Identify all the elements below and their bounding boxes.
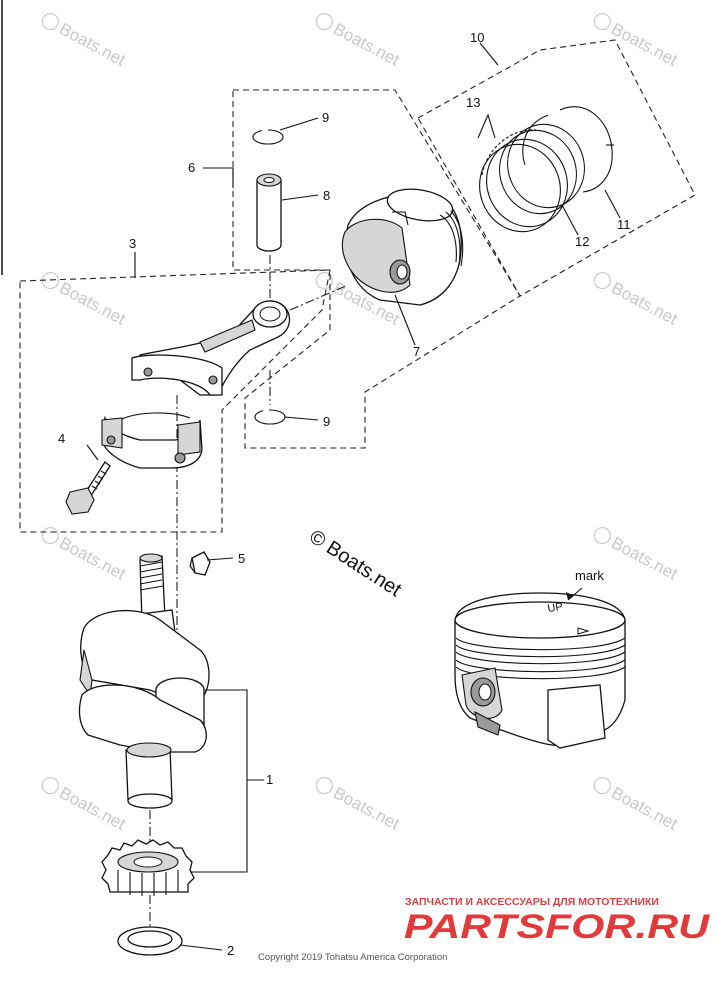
vendor-logo: PARTSFOR.RU <box>404 908 711 946</box>
piston-pin <box>256 173 282 252</box>
piston-pin-clip-upper <box>252 128 284 145</box>
top-ring <box>522 106 614 193</box>
svg-text:Boats.net: Boats.net <box>330 19 403 70</box>
callout-9-upper: 9 <box>322 110 329 125</box>
callout-10: 10 <box>470 30 484 45</box>
svg-text:Boats.net: Boats.net <box>56 19 129 70</box>
callout-6: 6 <box>188 160 195 175</box>
watermark: Boats.net <box>41 12 129 70</box>
watermark: Boats.net <box>41 526 129 584</box>
callout-5: 5 <box>238 551 245 566</box>
piston-rings <box>479 123 585 233</box>
watermark: Boats.net <box>315 776 403 834</box>
crank-gear <box>101 839 195 896</box>
connecting-rod-bolt <box>65 461 111 515</box>
mark-label: mark <box>575 568 604 583</box>
piston-detail: UP <box>454 592 626 749</box>
callout-3: 3 <box>129 236 136 251</box>
watermark: Boats.net <box>593 776 681 834</box>
vendor-tagline: ЗАПЧАСТИ И АКСЕССУАРЫ ДЛЯ МОТОТЕХНИКИ <box>405 896 659 908</box>
piston-up-marking: UP <box>547 601 564 615</box>
svg-text:Boats.net: Boats.net <box>608 278 681 329</box>
callout-13: 13 <box>466 95 480 110</box>
watermark: Boats.net <box>593 526 681 584</box>
connecting-rod <box>131 300 291 396</box>
callout-9-lower: 9 <box>323 414 330 429</box>
callout-1: 1 <box>266 772 273 787</box>
svg-text:Boats.net: Boats.net <box>56 278 129 329</box>
woodruff-key <box>189 551 211 576</box>
callout-12: 12 <box>575 234 589 249</box>
callout-2: 2 <box>227 943 234 958</box>
group-box-6 <box>232 89 521 449</box>
svg-text:Boats.net: Boats.net <box>56 533 129 584</box>
watermark: Boats.net <box>593 271 681 329</box>
piston-pin-clip-lower <box>254 408 286 425</box>
watermark: Boats.net <box>315 12 403 70</box>
group-box-10 <box>417 39 696 297</box>
piston <box>341 188 464 306</box>
callout-8: 8 <box>323 188 330 203</box>
callout-7: 7 <box>413 344 420 359</box>
leader-lines <box>86 42 621 951</box>
connecting-rod-cap <box>101 412 203 469</box>
watermark: Boats.net <box>593 12 681 70</box>
rod-piston-axis <box>289 284 349 311</box>
svg-text:Boats.net: Boats.net <box>608 19 681 70</box>
center-watermark: © Boats.net <box>305 526 405 602</box>
copyright: Copyright 2019 Tohatsu America Corporati… <box>258 952 447 963</box>
svg-text:Boats.net: Boats.net <box>608 533 681 584</box>
svg-text:Boats.net: Boats.net <box>330 783 403 834</box>
crankshaft <box>78 553 210 809</box>
callout-11: 11 <box>617 217 631 232</box>
watermark: Boats.net <box>41 776 129 834</box>
thrust-washer <box>117 926 183 956</box>
svg-text:Boats.net: Boats.net <box>608 783 681 834</box>
piston-arrow-mark <box>577 627 590 635</box>
vendor-banner: ЗАПЧАСТИ И АКСЕССУАРЫ ДЛЯ МОТОТЕХНИКИ PA… <box>404 896 711 946</box>
callout-4: 4 <box>58 431 65 446</box>
callouts: 1 2 3 4 5 6 7 8 9 9 10 11 12 13 mark <box>58 30 631 958</box>
svg-text:Boats.net: Boats.net <box>56 783 129 834</box>
group-boxes <box>19 39 696 533</box>
